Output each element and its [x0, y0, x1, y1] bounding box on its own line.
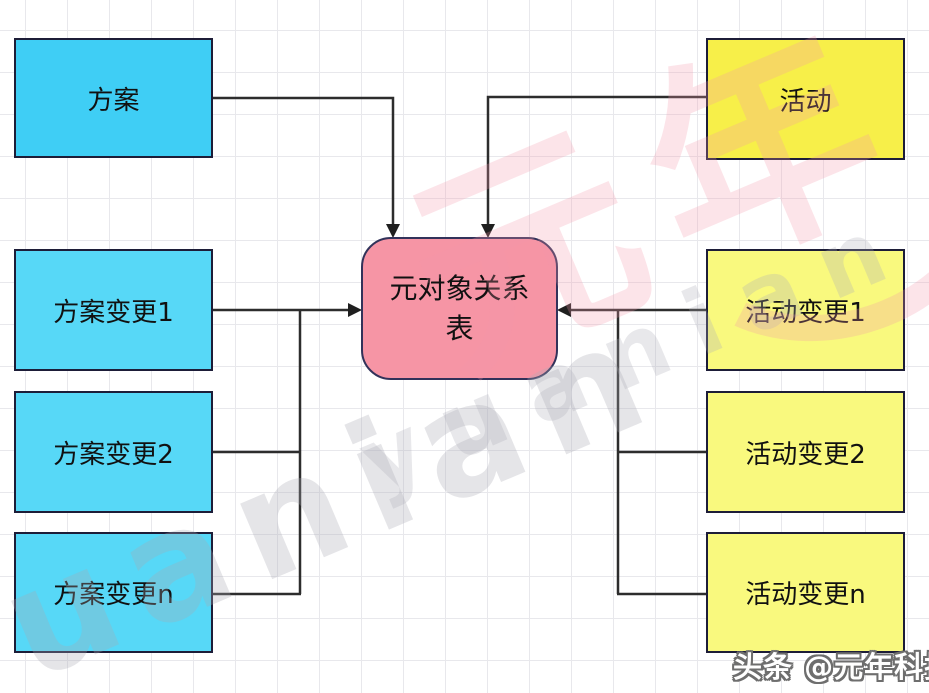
node-meta-object-relation-table: 元对象关系表 — [361, 237, 558, 380]
node-fangan: 方案 — [14, 38, 213, 158]
arrowhead-down-left — [386, 224, 400, 238]
node-huodong-label: 活动 — [779, 86, 832, 117]
node-fangan-change-1-label: 方案变更1 — [53, 297, 174, 328]
node-fangan-change-n: 方案变更n — [14, 532, 213, 653]
node-fangan-change-n-label: 方案变更n — [53, 580, 174, 610]
node-fangan-change-2: 方案变更2 — [14, 391, 213, 513]
credit-watermark: 头条 @元年科技 — [733, 650, 929, 684]
arrowhead-left — [557, 303, 571, 317]
node-huodong-change-1-label: 活动变更1 — [745, 297, 866, 328]
node-center-label: 元对象关系表 — [389, 271, 530, 345]
node-fangan-change-1: 方案变更1 — [14, 249, 213, 371]
node-huodong-change-2: 活动变更2 — [706, 391, 905, 513]
node-huodong-change-n: 活动变更n — [706, 532, 905, 653]
arrowhead-right — [348, 303, 362, 317]
node-huodong: 活动 — [706, 38, 905, 160]
node-huodong-change-1: 活动变更1 — [706, 249, 905, 371]
node-huodong-change-2-label: 活动变更2 — [745, 439, 866, 470]
node-fangan-label: 方案 — [87, 85, 140, 116]
arrowhead-down-right — [481, 224, 495, 238]
connector-fangan-to-center — [213, 96, 395, 224]
node-fangan-change-2-label: 方案变更2 — [53, 439, 174, 470]
connector-huodong-to-center — [486, 95, 706, 224]
node-huodong-change-n-label: 活动变更n — [745, 580, 866, 610]
